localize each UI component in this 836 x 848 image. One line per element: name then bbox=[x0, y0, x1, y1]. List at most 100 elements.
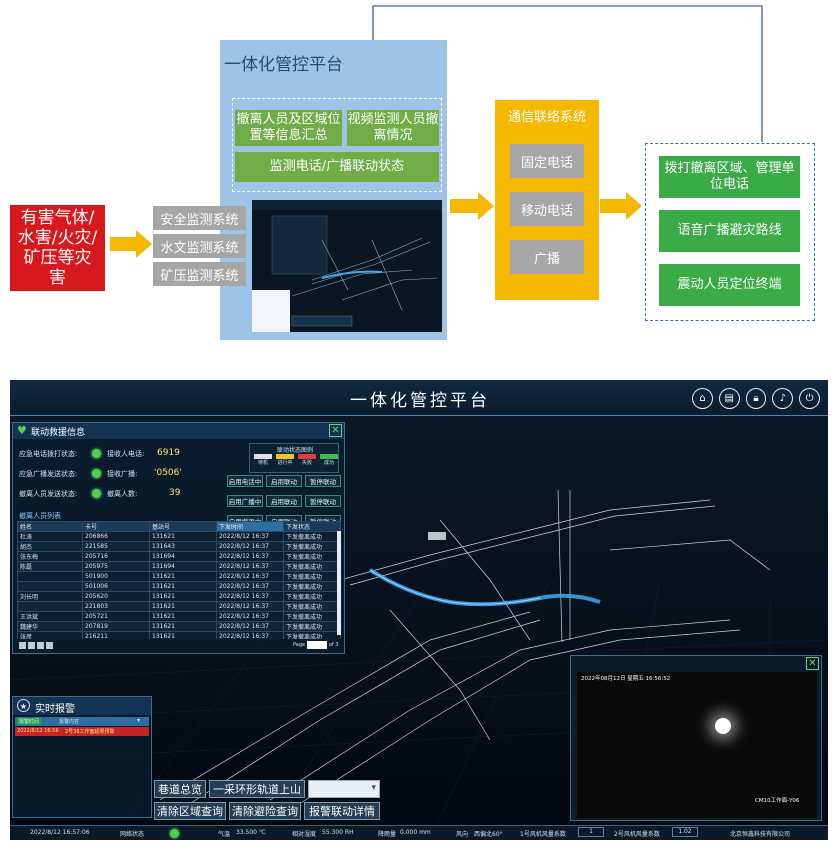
column-header[interactable]: 下发时间 bbox=[216, 521, 284, 532]
table-cell: 陈磊 bbox=[17, 561, 83, 572]
table-cell: 205620 bbox=[82, 591, 150, 602]
arrow-icon bbox=[450, 192, 494, 220]
broadcast-active-button[interactable]: 启用广播中 bbox=[227, 495, 263, 507]
table-scrollbar[interactable] bbox=[337, 531, 341, 635]
close-icon[interactable]: ✕ bbox=[806, 657, 819, 670]
video-feed[interactable]: 2022年08月12日 星期五 16:56:52 CM10工作面-Y06 bbox=[577, 672, 817, 818]
table-cell: 2022/8/12 16:37 bbox=[216, 621, 284, 632]
alarm-time: 2022/8/12 16:56 bbox=[17, 728, 59, 734]
table-header-row: 姓名 卡号 基站号 下发时间 下发状态 bbox=[17, 521, 341, 532]
table-cell: 2022/8/12 16:37 bbox=[216, 611, 284, 622]
table-cell: 2022/8/12 16:37 bbox=[216, 531, 284, 542]
linkage-status-box: 监测电话/广播联动状态 bbox=[235, 152, 439, 182]
column-header[interactable]: 基站号 bbox=[149, 521, 217, 532]
table-cell: 下发撤离成功 bbox=[283, 531, 341, 542]
hydrology-monitoring-system: 水文监测系统 bbox=[153, 234, 246, 258]
column-header[interactable]: 卡号 bbox=[82, 521, 150, 532]
table-cell: 2022/8/12 16:37 bbox=[216, 631, 284, 639]
table-cell: 2022/8/12 16:37 bbox=[216, 551, 284, 562]
table-cell: 下发撤离成功 bbox=[283, 561, 341, 572]
column-header[interactable]: 下发状态 bbox=[283, 521, 341, 532]
alarm-panel: ★ 实时报警 报警时间 报警内容 ▾ 2022/8/12 16:56 2号36工… bbox=[12, 696, 152, 818]
legend-item: 待机 bbox=[254, 454, 272, 472]
table-cell: 205716 bbox=[82, 551, 150, 562]
broadcast-pause-linkage-button[interactable]: 暂停联动 bbox=[305, 495, 341, 507]
mobile-phone-box: 移动电话 bbox=[510, 192, 584, 226]
roadway-overview-button[interactable]: 巷道总览 bbox=[154, 780, 206, 798]
table-cell: 2022/8/12 16:37 bbox=[216, 561, 284, 572]
broadcast-box: 广播 bbox=[510, 240, 584, 274]
actions-group bbox=[645, 143, 815, 321]
legend-swatch bbox=[276, 454, 294, 459]
alarm-panel-header: ★ 实时报警 bbox=[13, 697, 151, 715]
alarm-row[interactable]: 2022/8/12 16:56 2号36工作面超限预警 bbox=[15, 727, 149, 736]
hazard-label: 有害气体/水害/火灾/矿压等灾害 bbox=[17, 208, 98, 288]
phone-active-button[interactable]: 启用电话中 bbox=[227, 475, 263, 487]
broadcast-enable-linkage-button[interactable]: 启用联动 bbox=[266, 495, 302, 507]
phone-enable-linkage-button[interactable]: 启用联动 bbox=[266, 475, 302, 487]
alarm-content: 2号36工作面超限预警 bbox=[65, 729, 115, 735]
table-cell: 131621 bbox=[149, 601, 217, 612]
legend-item: 进行中 bbox=[276, 454, 294, 472]
table-cell: 下发撤离成功 bbox=[283, 581, 341, 592]
legend-swatch bbox=[320, 454, 338, 459]
mini-screenshot bbox=[252, 200, 442, 332]
table-cell: 501900 bbox=[82, 571, 150, 582]
comm-system-block: 通信联络系统 固定电话 移动电话 广播 bbox=[495, 100, 599, 300]
page-number-input[interactable] bbox=[307, 641, 327, 649]
table-cell: 张东梅 bbox=[17, 551, 83, 562]
alarm-linkage-detail-button[interactable]: 报警联动详情 bbox=[304, 802, 380, 820]
close-icon[interactable]: ✕ bbox=[329, 424, 342, 437]
last-page-icon[interactable] bbox=[46, 642, 53, 649]
table-cell bbox=[17, 601, 83, 612]
first-page-icon[interactable] bbox=[19, 642, 26, 649]
chevron-down-icon[interactable]: ▾ bbox=[137, 717, 141, 724]
ring-track-button[interactable]: 一采环形轨道上山 bbox=[209, 780, 305, 798]
status-fan1-value: 1 bbox=[578, 827, 604, 837]
table-cell: 下发撤离成功 bbox=[283, 571, 341, 582]
table-cell: 131621 bbox=[149, 631, 217, 639]
table-cell: 501006 bbox=[82, 581, 150, 592]
home-icon[interactable]: ⌂ bbox=[692, 388, 713, 409]
alarm-panel-title: 实时报警 bbox=[35, 704, 75, 715]
table-cell: 下发撤离成功 bbox=[283, 621, 341, 632]
evacuee-list-title: 撤离人员列表 bbox=[19, 512, 61, 520]
table-cell: 胡杰 bbox=[17, 541, 83, 552]
clear-area-query-button[interactable]: 清除区域查询 bbox=[154, 802, 226, 820]
status-network-label: 网络状态 bbox=[120, 831, 145, 838]
phone-pause-linkage-button[interactable]: 暂停联动 bbox=[305, 475, 341, 487]
chart-icon[interactable]: ▤ bbox=[718, 388, 740, 409]
table-cell bbox=[17, 581, 83, 592]
power-icon[interactable]: ⏻ bbox=[799, 388, 820, 409]
status-indicator-icon bbox=[92, 489, 101, 498]
lock-icon[interactable]: 🔒︎ bbox=[745, 388, 767, 409]
lamp-light bbox=[715, 718, 731, 734]
table-cell: 2022/8/12 16:37 bbox=[216, 601, 284, 612]
column-header[interactable]: 姓名 bbox=[17, 521, 83, 532]
platform-block: 一体化管控平台 撤离人员及区域位置等信息汇总 视频监测人员撤离情况 监测电话/广… bbox=[220, 40, 447, 340]
table-cell: 下发撤离成功 bbox=[283, 601, 341, 612]
prev-page-icon[interactable] bbox=[28, 642, 35, 649]
table-cell: 221585 bbox=[82, 541, 150, 552]
mini-tunnel-map bbox=[252, 200, 442, 332]
next-page-icon[interactable] bbox=[37, 642, 44, 649]
location-select[interactable]: ▾ bbox=[308, 780, 380, 798]
platform-info-group bbox=[232, 98, 442, 192]
clear-refuge-query-button[interactable]: 清除避险查询 bbox=[229, 802, 301, 820]
comm-system-title: 通信联络系统 bbox=[507, 110, 586, 125]
status-fan1-label: 1号风机风量系数 bbox=[520, 831, 566, 838]
bell-icon[interactable]: ♪ bbox=[772, 388, 794, 409]
table-cell: 张彦 bbox=[17, 631, 83, 639]
